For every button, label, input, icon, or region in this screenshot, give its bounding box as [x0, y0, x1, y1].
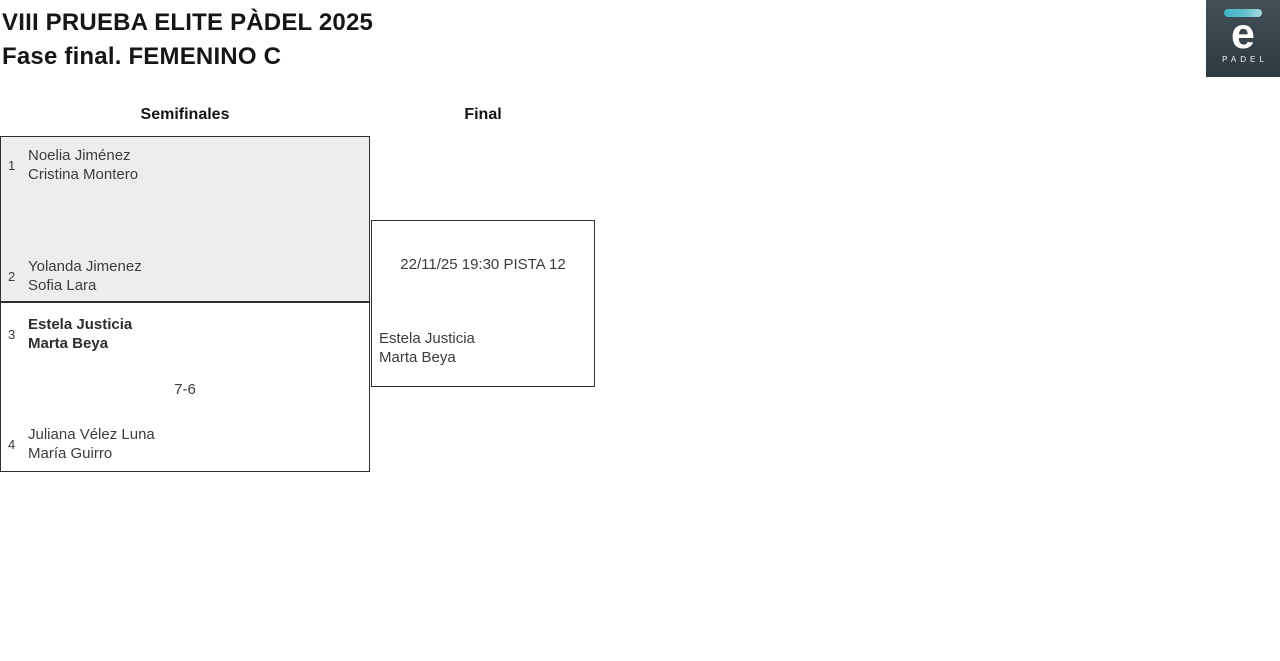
- team-players: Juliana Vélez Luna María Guirro: [28, 425, 155, 463]
- seed-number: 3: [8, 326, 16, 342]
- seed-number: 1: [8, 157, 16, 173]
- logo-letter: e: [1231, 10, 1255, 58]
- match-semifinal-1: 1 Noelia Jiménez Cristina Montero 2 Yola…: [0, 136, 370, 302]
- logo-wordmark: PADEL: [1222, 55, 1268, 64]
- page-title: VIII PRUEBA ELITE PÀDEL 2025 Fase final.…: [2, 6, 373, 74]
- finalist-team: Estela Justicia Marta Beya: [379, 329, 475, 367]
- epadel-logo[interactable]: e PADEL: [1206, 0, 1280, 77]
- player-name: Estela Justicia: [28, 316, 133, 333]
- match-semifinal-2: 3 Estela Justicia Marta Beya 7-6 4 Julia…: [0, 302, 370, 472]
- player-name: Cristina Montero: [28, 166, 139, 183]
- phase-category: Fase final. FEMENINO C: [2, 43, 282, 70]
- seed-number: 2: [8, 268, 16, 284]
- round-header-final: Final: [464, 106, 502, 123]
- player-name: Marta Beya: [379, 349, 456, 366]
- team-entry-seed4: 4 Juliana Vélez Luna María Guirro: [8, 425, 365, 463]
- team-entry-seed3: 3 Estela Justicia Marta Beya: [8, 315, 365, 353]
- match-score: 7-6: [174, 381, 196, 398]
- round-header-semifinales: Semifinales: [140, 106, 230, 123]
- team-players: Yolanda Jimenez Sofia Lara: [28, 257, 142, 295]
- player-name: Marta Beya: [28, 335, 109, 352]
- team-entry-seed1: 1 Noelia Jiménez Cristina Montero: [8, 146, 365, 184]
- logo-accent-bar-icon: [1224, 9, 1262, 17]
- tournament-name: VIII PRUEBA ELITE PÀDEL 2025: [2, 9, 374, 36]
- team-players: Noelia Jiménez Cristina Montero: [28, 146, 138, 184]
- team-entry-seed2: 2 Yolanda Jimenez Sofia Lara: [8, 257, 365, 295]
- seed-number: 4: [8, 436, 16, 452]
- player-name: Juliana Vélez Luna: [28, 426, 155, 443]
- player-name: Sofia Lara: [28, 277, 97, 294]
- match-final: 22/11/25 19:30 PISTA 12 Estela Justicia …: [371, 220, 595, 387]
- player-name: Estela Justicia: [379, 330, 475, 347]
- team-players: Estela Justicia Marta Beya: [28, 315, 132, 353]
- player-name: María Guirro: [28, 445, 113, 462]
- match-schedule: 22/11/25 19:30 PISTA 12: [400, 256, 566, 273]
- player-name: Yolanda Jimenez: [28, 258, 142, 275]
- player-name: Noelia Jiménez: [28, 147, 131, 164]
